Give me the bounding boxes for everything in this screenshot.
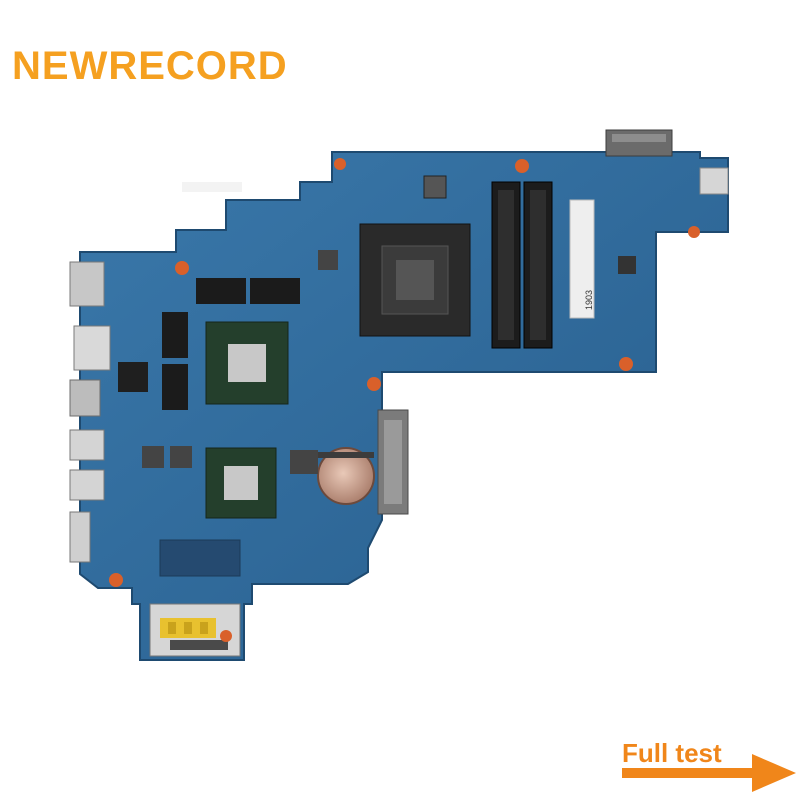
board-label — [569, 199, 595, 319]
label-text: 1903 — [584, 290, 594, 310]
cmos-battery — [317, 447, 375, 505]
vram-chip-4 — [162, 364, 188, 410]
vram-chip-1 — [196, 278, 246, 304]
usb-port-3 — [69, 511, 91, 563]
vram-chip-3 — [162, 312, 188, 358]
usb-port-right — [699, 167, 729, 195]
audio-port — [69, 261, 105, 307]
usb-port-2 — [69, 469, 105, 501]
vram-chip-2 — [250, 278, 300, 304]
arrow-right-icon — [622, 754, 796, 792]
hdmi-port — [69, 379, 101, 417]
power-connector — [605, 129, 673, 157]
full-test-badge: Full test — [622, 738, 722, 768]
lan-port — [73, 325, 111, 371]
brand-title: NEWRECORD — [12, 44, 288, 88]
usb-port-1 — [69, 429, 105, 461]
